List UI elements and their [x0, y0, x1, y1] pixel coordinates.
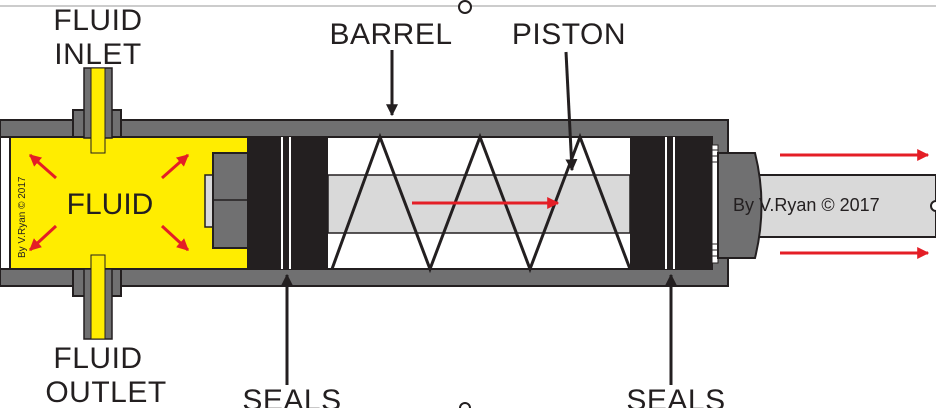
fluid-inlet-label-line2: INLET	[54, 38, 142, 71]
fluid-outlet-label-line1: FLUID	[53, 342, 142, 375]
pressure-arrow-downleft	[28, 224, 58, 252]
seal-block-right	[630, 137, 712, 269]
chamber-credit-text: By V.Ryan © 2017	[17, 176, 28, 258]
piston-label: PISTON	[512, 18, 626, 51]
fluid-outlet-label-line2: OUTLET	[45, 376, 166, 408]
seal-block-left	[248, 137, 328, 269]
seals-left-label: SEALS	[242, 384, 341, 408]
pressure-arrow-upright	[161, 153, 189, 180]
frame-handle-right	[930, 200, 936, 212]
rod-end-cap	[717, 152, 763, 259]
frame-handle-bottom	[459, 402, 471, 408]
seals-right-label: SEALS	[626, 384, 725, 408]
return-spring	[330, 132, 632, 274]
frame-handle-top	[458, 0, 472, 14]
piston-pointer-arrow	[564, 51, 578, 172]
pressure-arrow-upleft	[29, 153, 57, 180]
outlet-pipe-fluid	[90, 254, 106, 340]
rod-credit-text: By V.Ryan © 2017	[733, 195, 880, 215]
pressure-arrow-downright	[160, 224, 190, 252]
fluid-inlet-label-line1: FLUID	[53, 4, 142, 37]
inlet-pipe-fluid	[90, 67, 106, 154]
barrel-label: BARREL	[329, 18, 452, 51]
fluid-label: FLUID	[67, 188, 154, 221]
